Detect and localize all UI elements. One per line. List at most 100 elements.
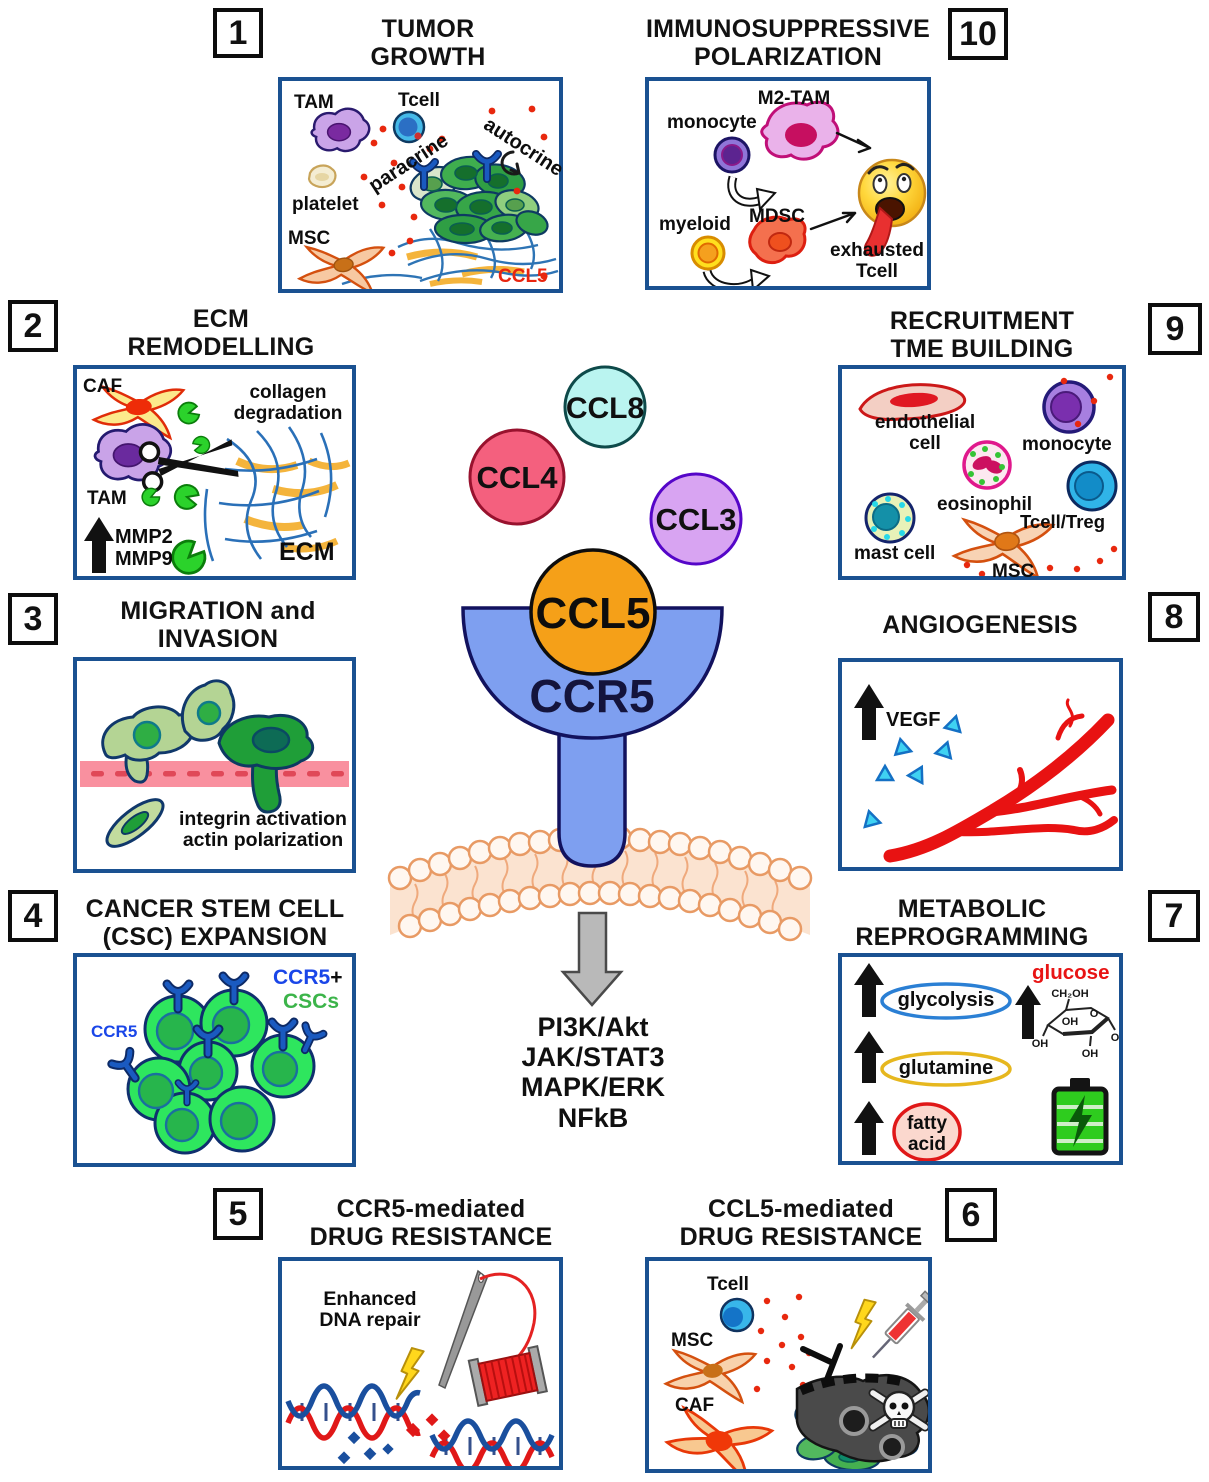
panel-8-title: ANGIOGENESIS (882, 611, 1078, 639)
panel-4-title: CANCER STEM CELL (CSC) EXPANSION (85, 895, 345, 951)
arrow-to-exhausted-2 (809, 211, 857, 231)
label-ccr5: CCR5 (91, 1022, 138, 1041)
msc-cell (296, 245, 386, 289)
up-arrow-glucose (1015, 985, 1041, 1039)
panel-7-art: CH₂OH O OH OH OH OH (854, 963, 1119, 1161)
ccl4-ligand: CCL4 (468, 428, 566, 526)
migrating-cell-light-2 (181, 679, 236, 742)
panel-7-number: 7 (1148, 890, 1200, 942)
tam-cell (310, 107, 371, 153)
ccl8-ligand: CCL8 (563, 365, 647, 449)
lightning-bolt-icon (395, 1347, 425, 1400)
up-arrow-icon (854, 684, 884, 740)
label-endothelial-cell: endothelial cell (874, 412, 976, 454)
svg-text:CCL8: CCL8 (566, 392, 644, 425)
inhibition-tbar-icon (800, 1343, 843, 1385)
battery-icon (1051, 1078, 1109, 1156)
invading-spindle-cell (105, 798, 165, 848)
panel-1-art (296, 105, 559, 289)
panel-2-number: 2 (8, 300, 58, 352)
panel-10-art (690, 100, 927, 286)
ccr5-receptor-icon (409, 150, 502, 191)
eosinophil-cell (962, 440, 1012, 490)
label-tcell: Tcell (707, 1274, 749, 1295)
label-m2-tam: M2-TAM (757, 88, 831, 109)
panel-1-number: 1 (213, 8, 263, 58)
signaling-down-arrow (560, 911, 624, 1007)
panel-4-number: 4 (8, 890, 58, 942)
ccl5-ligand: CCL5 (529, 548, 657, 676)
label-tcell: Tcell (398, 90, 440, 111)
panel-8-number: 8 (1148, 592, 1200, 642)
fatty-acid-circle (892, 1102, 962, 1161)
m2-tam-cell (760, 100, 840, 161)
panel-10-number: 10 (948, 8, 1008, 60)
label-monocyte: monocyte (667, 112, 757, 133)
panel-6-art (663, 1290, 928, 1469)
glucose-structure: CH₂OH O OH OH OH OH (1032, 988, 1119, 1060)
glucose-ch2oh: CH₂OH (1051, 988, 1088, 1000)
panel-3-title: MIGRATION and INVASION (120, 597, 316, 653)
label-glucose: glucose (1032, 961, 1110, 984)
label-mdsc: MDSC (749, 206, 805, 227)
panel-6-number: 6 (945, 1188, 997, 1242)
label-cscs: CSCs (283, 990, 340, 1013)
exhausted-tcell-emoji (857, 158, 927, 257)
autocrine-arrow-icon (500, 150, 521, 176)
dna-helix-left (285, 1383, 421, 1441)
dna-fragments (337, 1413, 451, 1465)
label-ecm: ECM (279, 538, 335, 566)
panel-2-art (84, 384, 351, 575)
label-collagen-degradation: collagen degradation (233, 382, 343, 424)
mdsc-cell (748, 215, 807, 264)
panel-8-art (854, 684, 1118, 863)
label-integrin-actin: integrin activation actin polarization (179, 808, 347, 852)
up-arrow-glycolysis (854, 963, 884, 1017)
ccl5-dots (360, 105, 548, 280)
panel-5-number: 5 (213, 1188, 263, 1240)
polarization-arrow-1 (727, 175, 777, 212)
glucose-oh-right: OH (1111, 1032, 1119, 1044)
panel-9-art (858, 373, 1118, 576)
svg-text:CCL5: CCL5 (536, 589, 651, 638)
panel-5-art (285, 1269, 555, 1466)
label-msc: MSC (288, 228, 331, 249)
panel-7-metabolic-reprogramming: CH₂OH O OH OH OH OH glycolysis glutamine… (838, 953, 1123, 1165)
up-arrow-icon (84, 517, 114, 573)
lightning-bolt-icon (850, 1298, 877, 1350)
panel-9-recruitment-tme-building: endothelial cell monocyte eosinophil Tce… (838, 365, 1126, 582)
label-ccr5-positive: CCR5 (273, 966, 331, 989)
tcell-cell (719, 1297, 755, 1333)
vegf-triangles (863, 713, 962, 829)
label-ccl5-red: CCL5 (498, 266, 548, 287)
endothelial-cell (858, 383, 967, 421)
label-glycolysis: glycolysis (897, 989, 995, 1011)
label-plus-sign: + (330, 966, 343, 989)
dna-helix-right (429, 1418, 555, 1466)
ccl5-dots (963, 373, 1118, 576)
up-arrow-glutamine (854, 1031, 884, 1083)
thread-spool-icon (467, 1345, 548, 1407)
glutamine-oval (880, 1051, 1012, 1087)
blood-vessels (883, 698, 1118, 863)
caf-cell (91, 384, 186, 441)
label-myeloid: myeloid (659, 214, 731, 235)
panel-3-migration-invasion: integrin activation actin polarization (73, 657, 356, 873)
center-receptor-art: CCL8 CCL4 CCL3 CCL5 CCR5 (387, 365, 813, 1007)
ccl3-ligand: CCL3 (649, 472, 743, 566)
glucose-oh-left: OH (1032, 1038, 1049, 1050)
syringe-icon (871, 1290, 928, 1359)
panel-6-ccl5-drug-resistance: Tcell MSC CAF (645, 1257, 932, 1473)
panel-6-title: CCL5-mediated DRUG RESISTANCE (679, 1195, 923, 1251)
label-mmp2-mmp9: MMP2 MMP9 (115, 526, 173, 570)
glucose-oh-bottom: OH (1082, 1048, 1099, 1060)
panel-3-art (80, 679, 349, 848)
caf-cell (664, 1405, 775, 1469)
panel-9-number: 9 (1148, 303, 1202, 355)
label-vegf: VEGF (886, 709, 941, 731)
panel-3-number: 3 (8, 593, 58, 645)
ecm-mesh (341, 228, 559, 287)
polarization-arrow-2 (702, 268, 771, 286)
label-exhausted-tcell: exhausted Tcell (830, 240, 924, 282)
panel-4-art (107, 971, 328, 1155)
